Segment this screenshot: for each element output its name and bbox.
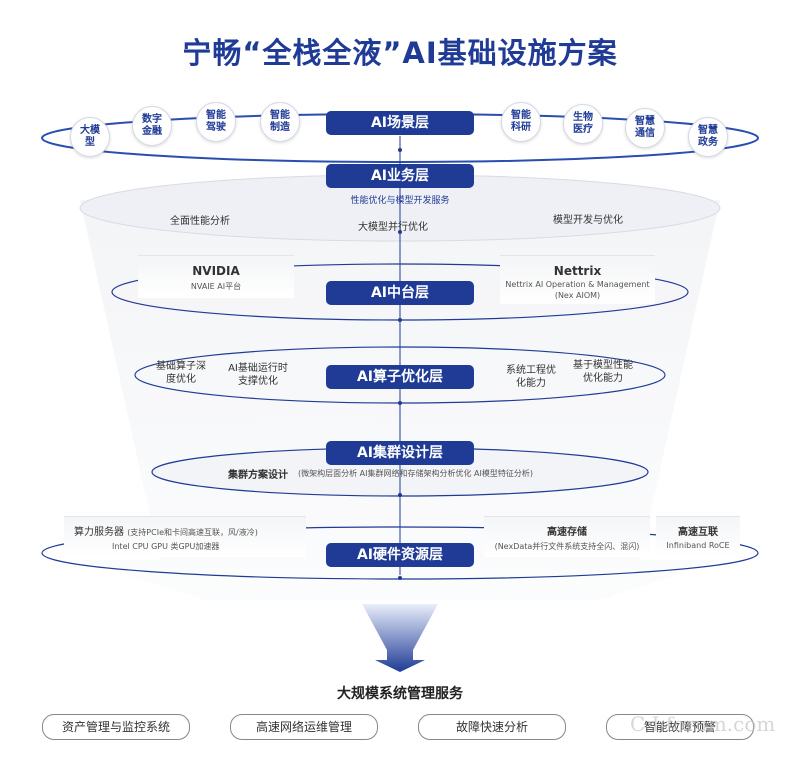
operator-item: 基于模型性能优化能力 — [573, 360, 633, 384]
cluster-detail: (微架构层面分析 AI集群网络和存储架构分析优化 AI模型特征分析) — [298, 469, 533, 478]
scene-bubble: 数字金融 — [132, 106, 172, 146]
storage-title: 高速存储 — [547, 527, 587, 538]
compute-card: 算力服务器 (支持PCIe和卡间高速互联，风/液冷) Intel CPU GPU… — [64, 516, 306, 557]
operator-item: 系统工程优化能力 — [506, 365, 556, 389]
service-pill: 智能故障预警 — [606, 714, 754, 740]
nvidia-title: NVIDIA — [192, 264, 240, 278]
layer-operator-label: AI算子优化层 — [326, 365, 474, 389]
operator-item: 基础算子深度优化 — [156, 361, 206, 385]
operator-item: AI基础运行时支撑优化 — [228, 363, 288, 387]
scene-bubble: 智能驾驶 — [196, 102, 236, 142]
storage-note: (NexData并行文件系统支持全闪、混闪) — [494, 542, 640, 551]
service-pill: 高速网络运维管理 — [230, 714, 378, 740]
scene-bubble: 智慧通信 — [625, 108, 665, 148]
layer-middle-label: AI中台层 — [326, 281, 474, 305]
down-arrow-icon — [362, 604, 438, 672]
layer-hardware-label: AI硬件资源层 — [326, 543, 474, 567]
business-item: 模型开发与优化 — [553, 215, 623, 226]
scene-bubble: 大模型 — [70, 117, 110, 157]
service-pill: 故障快速分析 — [418, 714, 566, 740]
nvidia-card: NVIDIA NVAIE AI平台 — [138, 255, 294, 298]
interconnect-items: Infiniband RoCE — [666, 541, 730, 550]
business-item: 大模型并行优化 — [358, 222, 428, 233]
service-pill: 资产管理与监控系统 — [42, 714, 190, 740]
nettrix-sub: Nettrix AI Operation & Management — [505, 280, 650, 289]
storage-card: 高速存储 (NexData并行文件系统支持全闪、混闪) — [484, 516, 650, 557]
compute-note: (支持PCIe和卡间高速互联，风/液冷) — [127, 528, 258, 537]
scene-bubble: 智慧政务 — [688, 117, 728, 157]
business-subtitle: 性能优化与模型开发服务 — [350, 196, 450, 206]
compute-title: 算力服务器 — [74, 527, 124, 538]
business-item: 全面性能分析 — [170, 216, 230, 227]
interconnect-card: 高速互联 Infiniband RoCE — [656, 516, 740, 557]
interconnect-title: 高速互联 — [678, 527, 718, 538]
nettrix-card: Nettrix Nettrix AI Operation & Managemen… — [500, 255, 655, 304]
layer-scene-label: AI场景层 — [326, 111, 474, 135]
compute-items: Intel CPU GPU 类GPU加速器 — [112, 542, 220, 551]
nvidia-sub: NVAIE AI平台 — [190, 282, 242, 291]
page-title: 宁畅“全栈全液”AI基础设施方案 — [182, 36, 618, 70]
scene-bubble: 智能科研 — [501, 102, 541, 142]
management-title: 大规模系统管理服务 — [337, 686, 463, 702]
layer-cluster-label: AI集群设计层 — [326, 441, 474, 465]
layer-business-label: AI业务层 — [326, 164, 474, 188]
nettrix-sub-aiom: (Nex AIOM) — [554, 291, 601, 300]
cluster-title: 集群方案设计 — [228, 470, 288, 481]
scene-bubble: 智能制造 — [260, 102, 300, 142]
scene-bubble: 生物医疗 — [563, 104, 603, 144]
nettrix-title: Nettrix — [553, 264, 602, 278]
watermark: C I forum.com — [630, 712, 776, 736]
